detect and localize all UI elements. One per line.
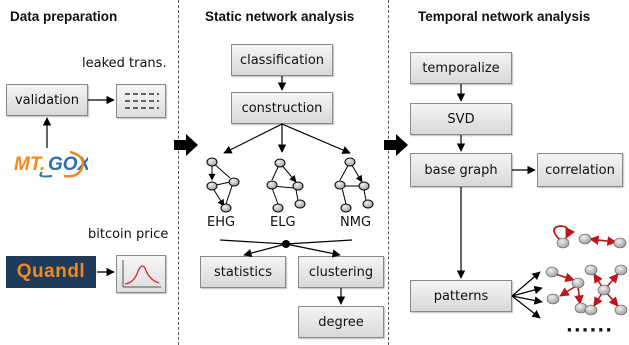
section-divider-right — [388, 0, 389, 345]
big-right-arrow-icon — [384, 134, 408, 156]
section-title-static-analysis: Static network analysis — [205, 9, 355, 24]
mtgox-logo-mt: MT. — [14, 154, 45, 175]
graph-label-elg: ELG — [270, 215, 296, 230]
leaked-trans-box — [116, 84, 166, 118]
graph-label-nmg: NMG — [340, 215, 372, 230]
pattern-motif-pair — [578, 233, 627, 249]
mtgox-logo: MT. GOX — [12, 146, 92, 180]
merge-line-ehg — [219, 239, 287, 245]
arrow-to-statistics — [243, 243, 287, 258]
pattern-motif-self-loop — [553, 225, 576, 249]
clustering-box: clustering — [298, 256, 384, 288]
price-chart-box — [116, 255, 166, 293]
graph-icon-nmg — [334, 157, 374, 213]
patterns-box: patterns — [410, 280, 512, 312]
pattern-motif-chain — [545, 266, 588, 314]
graph-icon-ehg — [206, 157, 240, 213]
construction-box: construction — [231, 92, 333, 124]
pattern-motif-star — [584, 264, 628, 316]
arrow-patterns-fan-2 — [511, 285, 543, 297]
degree-box: degree — [298, 306, 384, 338]
correlation-box: correlation — [537, 153, 623, 187]
big-right-arrow-icon — [174, 134, 198, 156]
section-title-temporal-analysis: Temporal network analysis — [418, 9, 591, 24]
arrow-to-clustering — [285, 243, 341, 258]
leaked-trans-label: leaked trans. — [82, 56, 167, 71]
base-graph-box: base graph — [410, 153, 512, 187]
dashed-lines-icon — [125, 93, 159, 109]
arrow-patterns-fan-1 — [511, 271, 541, 297]
statistics-box: statistics — [200, 256, 286, 288]
arrow-patterns-fan-4 — [511, 295, 541, 319]
svd-box: SVD — [410, 103, 512, 135]
arrow-construction-to-nmg — [281, 123, 351, 154]
graph-label-ehg: EHG — [207, 215, 236, 230]
validation-box: validation — [6, 84, 88, 116]
bitcoin-price-label: bitcoin price — [88, 227, 169, 242]
section-title-data-preparation: Data preparation — [10, 9, 118, 24]
quandl-logo: Quandl — [6, 256, 96, 288]
merge-line-nmg — [285, 239, 353, 245]
temporalize-box: temporalize — [410, 52, 512, 84]
section-divider-left — [178, 0, 179, 345]
arrow-patterns-fan-3 — [511, 295, 543, 305]
arrow-construction-to-ehg — [223, 123, 283, 154]
classification-box: classification — [231, 44, 333, 76]
graph-icon-elg — [266, 158, 306, 213]
price-curve-icon — [122, 260, 161, 288]
more-patterns-ellipsis: ······ — [566, 320, 614, 341]
